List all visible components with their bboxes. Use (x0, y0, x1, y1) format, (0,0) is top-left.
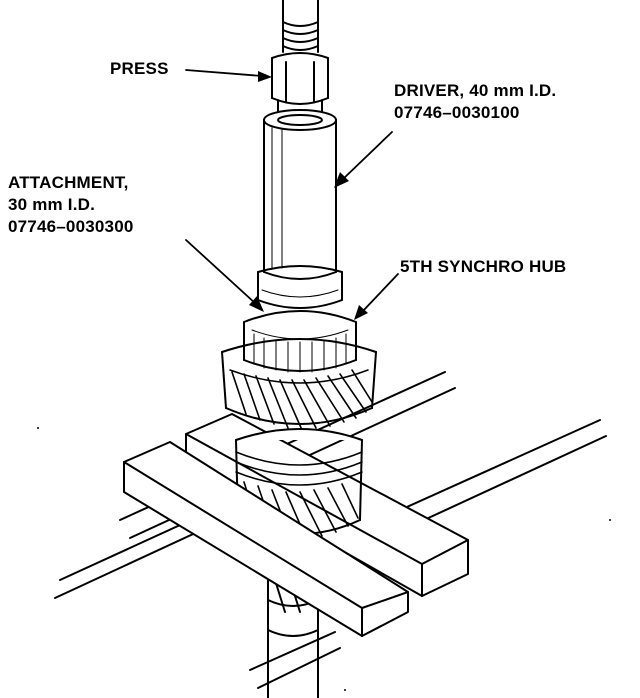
press-label: PRESS (110, 59, 169, 78)
upper-helical-gear (221, 338, 377, 431)
attachment-label-line2: 30 mm I.D. (8, 195, 96, 214)
driver-label: DRIVER, 40 mm I.D. 07746–0030100 (394, 80, 556, 124)
driver-part-number: 07746–0030100 (394, 103, 520, 122)
attachment-label: ATTACHMENT, 30 mm I.D. 07746–0030300 (8, 172, 134, 238)
leader-lines (185, 69, 399, 320)
scan-specks (37, 427, 611, 691)
driver-label-line1: DRIVER, 40 mm I.D. (394, 81, 557, 100)
synchro-hub-label: 5TH SYNCHRO HUB (400, 257, 567, 276)
synchro-hub (243, 310, 357, 373)
attachment-label-line1: ATTACHMENT, (8, 173, 129, 192)
press-block-front (123, 441, 409, 637)
driver-tube (257, 109, 343, 309)
press-ram (271, 0, 329, 119)
attachment-part-number: 07746–0030300 (8, 217, 134, 236)
